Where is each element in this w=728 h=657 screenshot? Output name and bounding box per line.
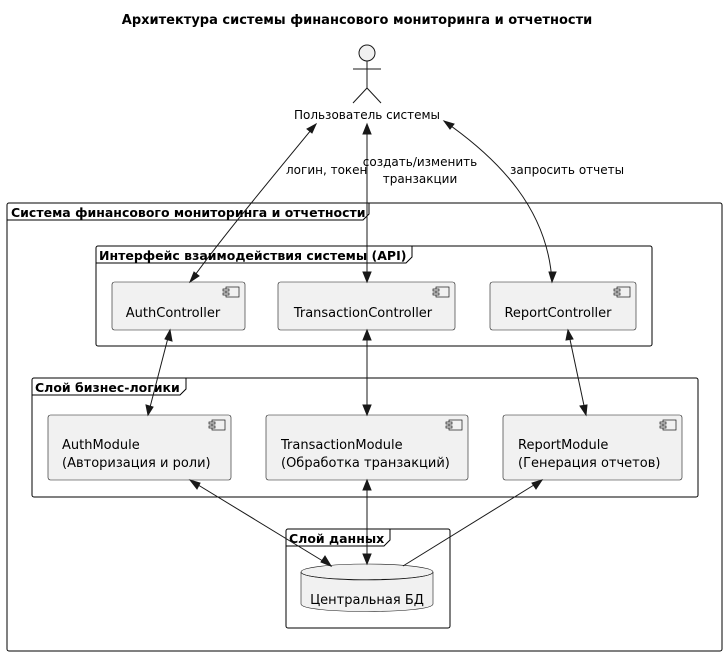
transaction-module[interactable]: TransactionModule (Обработка транзакций) <box>265 414 469 481</box>
arrow-head <box>565 328 574 341</box>
arrow-head <box>145 404 154 417</box>
transaction-controller-label: TransactionController <box>293 306 433 321</box>
arrow-head <box>188 479 201 490</box>
edge-label-create-1: создать/изменить <box>363 155 477 169</box>
arrow-head <box>579 404 588 417</box>
edge-reportctrl-reportmod <box>567 329 587 416</box>
component-icon <box>613 286 631 298</box>
api-frame: Интерфейс взаимодействия системы (API) <box>95 245 653 347</box>
component-icon <box>208 419 226 431</box>
api-frame-title: Интерфейс взаимодействия системы (API) <box>99 248 406 263</box>
auth-module-desc: (Авторизация и роли) <box>62 456 211 471</box>
user-actor-icon <box>352 44 382 104</box>
report-controller-label: ReportController <box>504 306 612 321</box>
data-frame: Слой данных <box>285 528 451 629</box>
edge-actor-auth <box>189 123 317 283</box>
auth-module-name: AuthModule <box>62 438 140 453</box>
edge-reportmod-db <box>402 479 543 567</box>
edge-label-reports: запросить отчеты <box>510 163 624 177</box>
component-icon <box>659 419 677 431</box>
auth-controller[interactable]: AuthController <box>111 281 246 331</box>
edge-authmod-db <box>189 479 332 567</box>
transaction-module-desc: (Обработка транзакций) <box>281 456 450 471</box>
diagram-title: Архитектура системы финансового монитори… <box>122 13 592 28</box>
transaction-module-name: TransactionModule <box>280 438 403 453</box>
edge-label-create-2: транзакции <box>383 172 458 186</box>
arrow-head <box>306 122 318 134</box>
data-frame-title: Слой данных <box>289 531 384 546</box>
report-module[interactable]: ReportModule (Генерация отчетов) <box>502 414 683 481</box>
arrow-head <box>362 122 372 135</box>
arrow-head <box>362 271 372 284</box>
actor-label: Пользователь системы <box>294 108 440 122</box>
arrow-head <box>548 271 557 284</box>
component-icon <box>222 286 240 298</box>
report-controller[interactable]: ReportController <box>489 281 637 331</box>
edge-label-login: логин, токен <box>286 163 367 177</box>
edges <box>145 120 588 568</box>
arrow-head <box>531 479 544 490</box>
edge-actor-report <box>443 120 553 283</box>
auth-controller-label: AuthController <box>126 306 221 321</box>
component-icon <box>445 419 463 431</box>
component-icon <box>432 286 450 298</box>
arrow-head <box>320 555 333 568</box>
system-frame: Система финансового мониторинга и отчетн… <box>6 202 723 652</box>
database-label: Центральная БД <box>310 593 424 608</box>
report-module-name: ReportModule <box>518 438 608 453</box>
arrow-head <box>362 478 372 491</box>
arrow-head <box>164 328 173 342</box>
report-module-desc: (Генерация отчетов) <box>518 456 660 471</box>
arrow-head <box>362 553 372 566</box>
arrow-head <box>362 328 372 341</box>
arrow-head <box>188 271 200 284</box>
arrow-head <box>362 404 372 417</box>
auth-module[interactable]: AuthModule (Авторизация и роли) <box>47 414 232 481</box>
business-frame: Слой бизнес-логики <box>31 377 699 498</box>
system-frame-title: Система финансового мониторинга и отчетн… <box>11 205 365 220</box>
transaction-controller[interactable]: TransactionController <box>277 281 456 331</box>
central-database[interactable]: Центральная БД <box>300 563 434 612</box>
business-frame-title: Слой бизнес-логики <box>35 380 180 395</box>
edge-authctrl-authmod <box>147 329 171 416</box>
arrow-head <box>442 120 455 130</box>
